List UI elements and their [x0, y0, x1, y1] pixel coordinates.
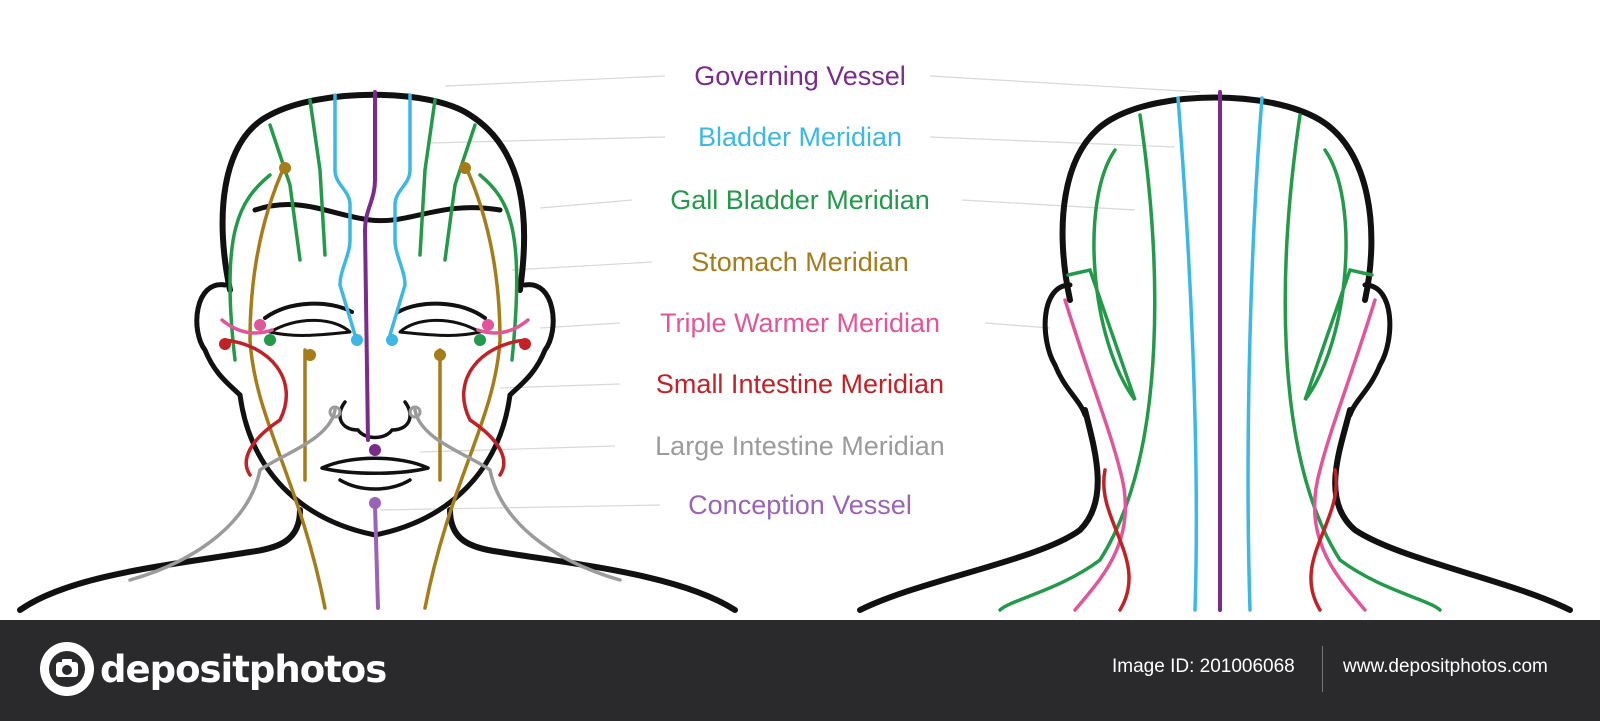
right-eye — [398, 318, 482, 337]
acupoint-dot — [351, 334, 363, 346]
conception-vessel-front — [373, 503, 380, 610]
footer-divider — [1322, 646, 1323, 692]
small-intestine-front-right — [462, 338, 527, 477]
acupoint-dot — [328, 405, 342, 419]
bladder-front-left — [333, 93, 357, 337]
camera-aperture-icon — [40, 642, 94, 696]
leader-line — [419, 445, 616, 453]
neck-right — [447, 507, 738, 613]
acupoint-dot — [279, 162, 291, 174]
governing-vessel-front — [362, 90, 377, 442]
acupoint-dot — [459, 162, 471, 174]
triple-warmer-front-right — [476, 318, 530, 335]
acupoint-dot — [482, 319, 494, 331]
stock-footer-bar: depositphotos Image ID: 201006068 www.de… — [0, 620, 1600, 721]
triple-warmer-back-right — [1313, 298, 1377, 612]
brand-logo[interactable]: depositphotos — [40, 642, 387, 696]
acupoint-dot — [386, 334, 398, 346]
acupoint-dot — [219, 338, 231, 350]
mouth — [320, 456, 430, 491]
acupoint-dot — [434, 349, 446, 361]
front-meridians — [128, 90, 622, 610]
back-neck-left — [857, 407, 1101, 613]
front-acupoints — [219, 162, 531, 509]
back-right-ear — [1347, 282, 1393, 418]
acupoint-dot — [264, 334, 276, 346]
small-intestine-front-left — [223, 338, 288, 477]
acupoint-dot — [304, 349, 316, 361]
right-brow — [396, 301, 487, 320]
left-brow — [263, 301, 354, 320]
gall-bladder-front-left — [228, 98, 327, 362]
back-left-ear — [1042, 282, 1088, 418]
label-stomach-meridian: Stomach Meridian — [691, 247, 909, 277]
large-intestine-front-left — [128, 408, 337, 582]
acupoint-dot — [254, 319, 266, 331]
bladder-front-right — [388, 93, 412, 337]
triple-warmer-front-left — [220, 318, 274, 335]
large-intestine-front-right — [413, 408, 622, 582]
label-triple-warmer-meridian: Triple Warmer Meridian — [659, 308, 941, 338]
back-neck-right — [1332, 407, 1573, 613]
brand-name: depositphotos — [100, 647, 387, 691]
leader-line — [379, 504, 661, 511]
neck-left — [17, 507, 303, 613]
label-gall-bladder-meridian: Gall Bladder Meridian — [670, 185, 930, 215]
label-governing-vessel: Governing Vessel — [694, 61, 906, 91]
acupoint-dot — [369, 497, 381, 509]
acupoint-dot — [369, 444, 381, 456]
leader-line — [929, 136, 1176, 148]
leader-line — [984, 322, 1051, 329]
label-large-intestine-meridian: Large Intestine Meridian — [655, 431, 945, 461]
gall-bladder-back-right — [1283, 113, 1442, 612]
bladder-back-right — [1246, 96, 1264, 612]
bladder-back-left — [1176, 96, 1199, 612]
acupoint-dot — [519, 338, 531, 350]
label-conception-vessel: Conception Vessel — [688, 490, 912, 520]
gall-bladder-back-left — [998, 113, 1157, 612]
small-intestine-back-left — [1102, 468, 1131, 612]
left-ear — [194, 282, 243, 398]
label-small-intestine-meridian: Small Intestine Meridian — [655, 369, 945, 399]
leader-line — [444, 75, 666, 87]
image-id: Image ID: 201006068 — [1112, 656, 1295, 677]
small-intestine-back-right — [1309, 468, 1338, 612]
left-eye — [268, 318, 352, 337]
meridian-diagram — [17, 75, 1573, 613]
back-head-outline — [1059, 94, 1375, 303]
label-bladder-meridian: Bladder Meridian — [697, 122, 903, 152]
leader-line — [961, 199, 1136, 211]
leader-line — [511, 261, 653, 271]
acupoint-dot — [408, 405, 422, 419]
leader-line — [929, 75, 1201, 93]
back-meridians — [998, 90, 1442, 612]
nose — [338, 400, 412, 440]
triple-warmer-back-left — [1063, 298, 1127, 612]
site-url-link[interactable]: www.depositphotos.com — [1343, 656, 1548, 677]
right-ear — [507, 282, 556, 398]
back-head — [857, 94, 1573, 613]
diagram-area: Governing Vessel Bladder Meridian Gall B… — [17, 61, 1573, 613]
leader-line — [539, 199, 633, 209]
acupoint-dot — [474, 334, 486, 346]
gall-bladder-front-right — [418, 98, 519, 362]
